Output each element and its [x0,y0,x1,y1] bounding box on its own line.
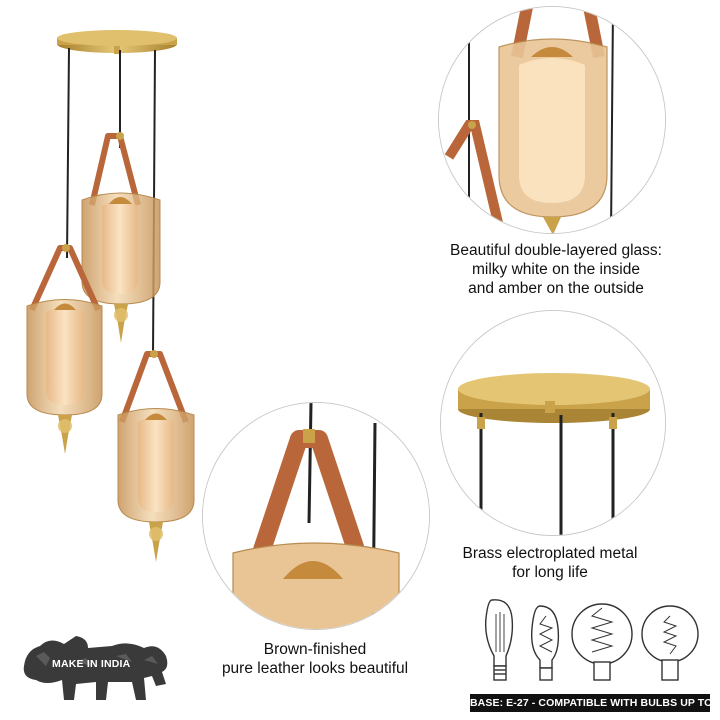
glass-caption-line-2: milky white on the inside [472,261,640,278]
leather-caption-line-1: Brown-finished [263,641,367,658]
leather-caption: Brown-finished pure leather looks beauti… [190,640,440,678]
brass-caption: Brass electroplated metal for long life [430,544,670,582]
bulb-base-compatibility-bar: BASE: E-27 - COMPATIBLE WITH BULBS UP TO… [470,694,720,712]
brass-detail-circle [440,310,666,536]
pendant-light-product-image [26,30,195,562]
leather-caption-line-2: pure leather looks beautiful [221,660,409,677]
compatible-bulbs-illustration [484,599,699,681]
double-layer-glass-closeup [439,7,665,233]
glass-detail-circle [438,6,666,234]
glass-caption-line-1: Beautiful double-layered glass: [450,242,662,259]
leather-detail-circle [202,402,430,630]
make-in-india-lion-logo [23,636,168,700]
leather-strap-closeup [203,403,429,629]
brass-canopy-closeup [441,311,665,535]
make-in-india-text: MAKE IN INDIA [52,658,131,670]
glass-caption-line-3: and amber on the outside [468,280,644,297]
brass-caption-line-2: for long life [512,564,588,581]
glass-caption: Beautiful double-layered glass: milky wh… [426,241,686,298]
brass-caption-line-1: Brass electroplated metal [462,545,638,562]
